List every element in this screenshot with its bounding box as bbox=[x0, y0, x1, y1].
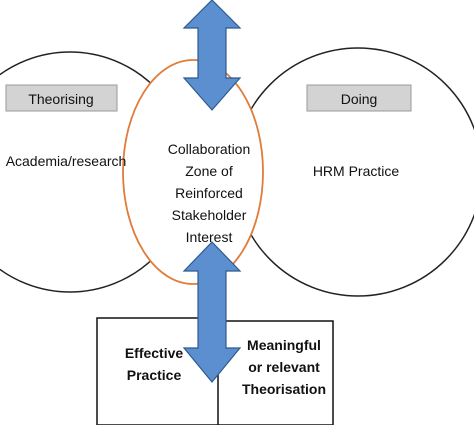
theorisation-line-2: or relevant bbox=[248, 359, 320, 375]
bottom-double-arrow bbox=[182, 241, 242, 383]
top-double-arrow bbox=[182, 0, 242, 111]
effective-line-1: Effective bbox=[125, 345, 184, 361]
center-line-3: Reinforced bbox=[175, 185, 243, 201]
effective-line-2: Practice bbox=[127, 367, 182, 383]
academia-research-label: Academia/research bbox=[6, 153, 127, 169]
theorisation-line-1: Meaningful bbox=[247, 337, 321, 353]
doing-tag-label: Doing bbox=[341, 91, 378, 107]
theorising-tag-label: Theorising bbox=[28, 91, 93, 107]
center-line-4: Stakeholder bbox=[172, 207, 247, 223]
center-line-2: Zone of bbox=[185, 163, 233, 179]
center-line-1: Collaboration bbox=[168, 141, 251, 157]
doing-tag bbox=[306, 84, 412, 112]
collaboration-ellipse bbox=[122, 59, 264, 285]
center-line-5: Interest bbox=[186, 229, 233, 245]
theorisation-line-3: Theorisation bbox=[242, 381, 326, 397]
theorising-tag bbox=[5, 84, 118, 112]
theorisation-box bbox=[217, 320, 334, 426]
hrm-practice-label: HRM Practice bbox=[313, 163, 400, 179]
